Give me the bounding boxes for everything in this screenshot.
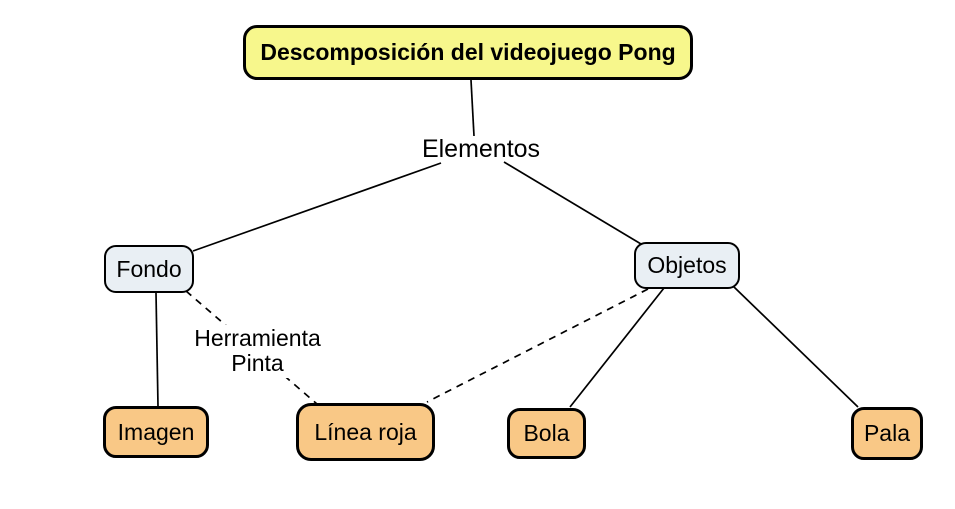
edge-label-line-2: Pinta xyxy=(231,350,284,376)
edge-elementos-fondo xyxy=(192,162,442,252)
node-elementos: Elementos xyxy=(410,135,552,163)
edge-objetos-linea_roja xyxy=(426,288,649,403)
node-fondo-label: Fondo xyxy=(116,255,182,282)
edge-root-elementos xyxy=(470,79,475,137)
node-title-label: Descomposición del videojuego Pong xyxy=(260,39,676,65)
node-pala: Pala xyxy=(851,407,923,460)
node-linea-roja-label: Línea roja xyxy=(314,418,417,445)
node-linea-roja: Línea roja xyxy=(296,403,435,461)
node-pala-label: Pala xyxy=(863,420,911,446)
node-fondo: Fondo xyxy=(104,245,194,293)
node-bola: Bola xyxy=(507,408,586,459)
node-objetos: Objetos xyxy=(634,242,740,289)
node-imagen-label: Imagen xyxy=(117,418,195,445)
edge-label-herramienta-pinta: Herramienta Pinta xyxy=(187,325,328,378)
edge-fondo-linea_roja xyxy=(185,290,318,405)
node-bola-label: Bola xyxy=(523,420,570,446)
node-imagen: Imagen xyxy=(103,406,209,458)
node-elementos-label: Elementos xyxy=(421,135,541,163)
edge-fondo-imagen xyxy=(155,292,159,407)
edge-elementos-objetos xyxy=(503,161,642,245)
edge-objetos-bola xyxy=(569,287,665,408)
node-objetos-label: Objetos xyxy=(647,252,727,278)
edge-label-line-1: Herramienta xyxy=(194,325,321,351)
node-title: Descomposición del videojuego Pong xyxy=(243,25,693,80)
edge-objetos-pala xyxy=(733,286,859,408)
